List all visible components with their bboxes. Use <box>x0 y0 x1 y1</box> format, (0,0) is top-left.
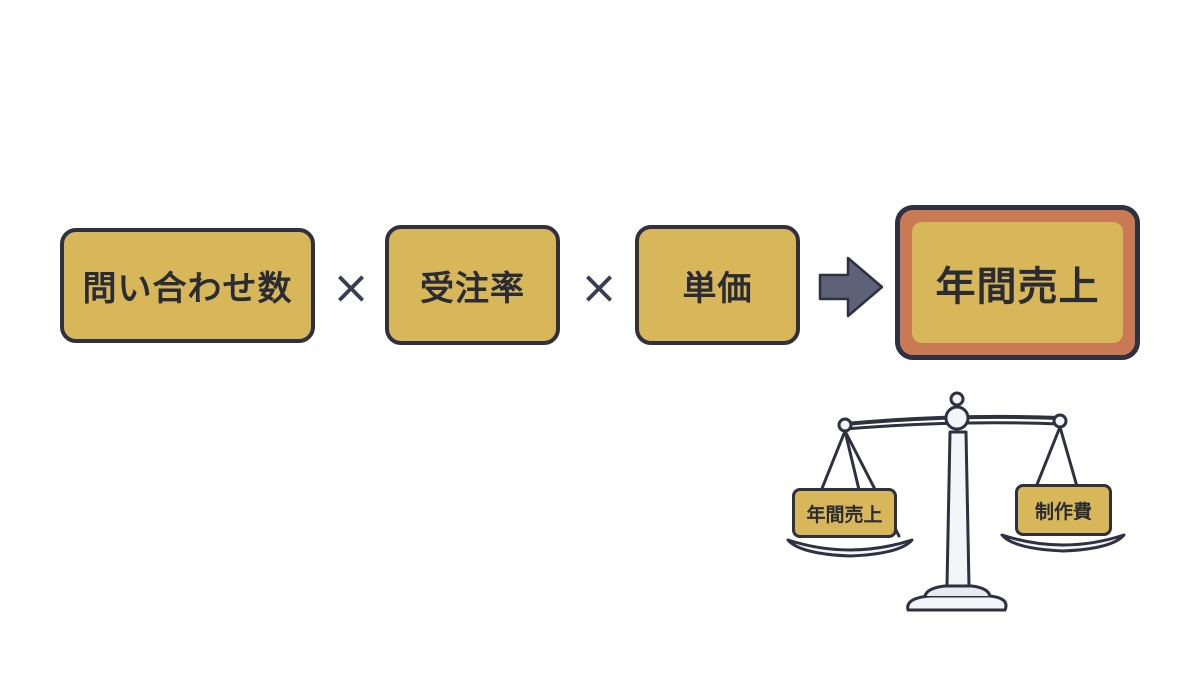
scale-right-label: 制作費 <box>1015 484 1112 536</box>
multiply-operator: × <box>574 262 624 312</box>
result-annual-sales-label: 年間売上 <box>935 263 1100 310</box>
multiply-operator-label: × <box>579 260 619 314</box>
multiply-operator: × <box>326 262 376 312</box>
term-inquiries-box: 問い合わせ数 <box>60 228 315 343</box>
scale-right-label-text: 制作費 <box>1034 500 1092 523</box>
multiply-operator-label: × <box>331 260 371 314</box>
term-unit-price-box: 単価 <box>635 225 800 345</box>
term-inquiries-label: 問い合わせ数 <box>82 269 293 309</box>
term-order-rate-box: 受注率 <box>385 225 560 345</box>
scale-left-label: 年間売上 <box>792 488 897 538</box>
result-annual-sales-box: 年間売上 <box>895 205 1140 360</box>
term-unit-price-label: 単価 <box>682 268 753 309</box>
term-order-rate-label: 受注率 <box>420 268 525 309</box>
scale-left-label-text: 年間売上 <box>806 503 883 526</box>
result-annual-sales-inner: 年間売上 <box>912 222 1123 343</box>
